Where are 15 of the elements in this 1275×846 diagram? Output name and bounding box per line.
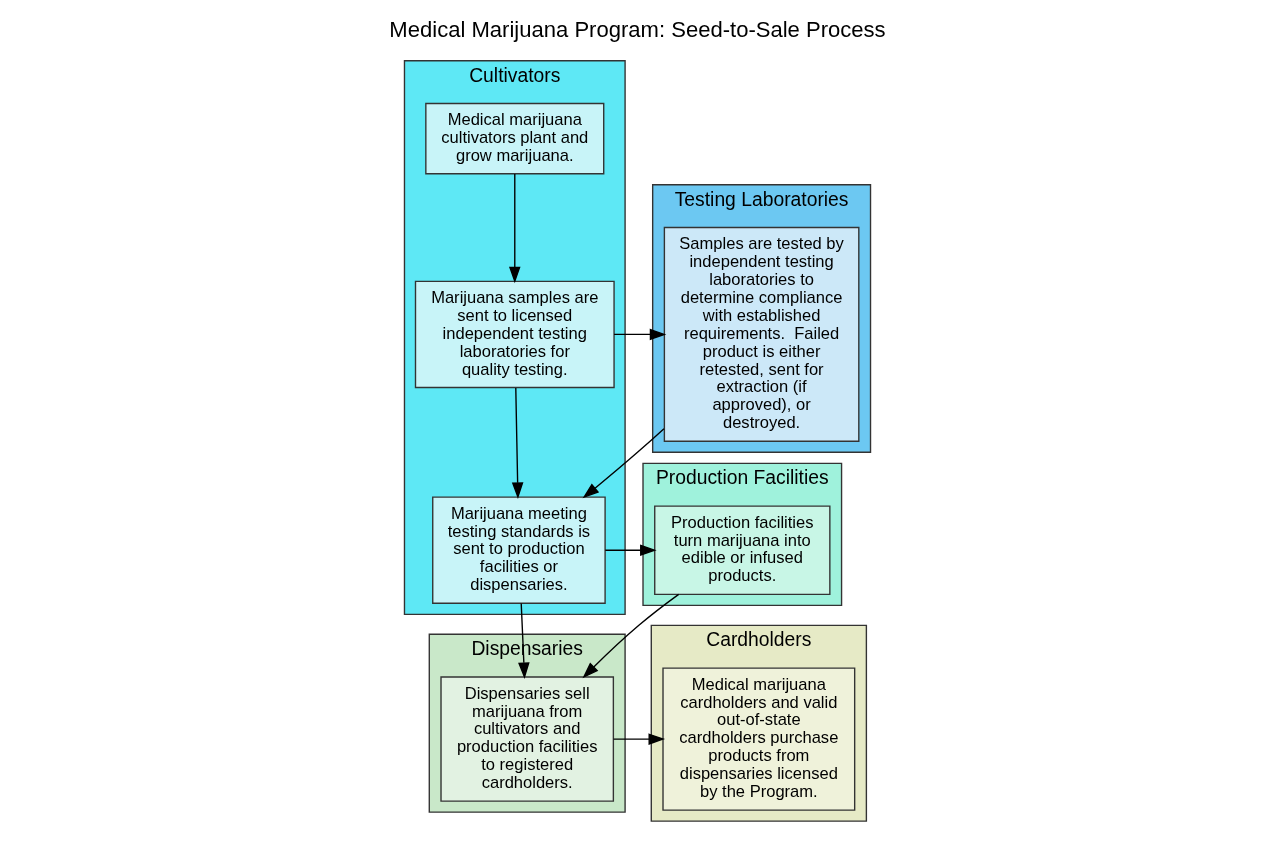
node-box: Dispensaries sell marijuana from cultivators and production facilities to registered cardholders. bbox=[440, 676, 615, 802]
arrow bbox=[582, 427, 665, 499]
arrow bbox=[612, 733, 666, 745]
node-box: Medical marijuana cardholders and valid out-of-state cardholders purchase products from dispensaries licensed by the Program. bbox=[662, 667, 856, 811]
arrow bbox=[613, 328, 667, 341]
node-box: Marijuana samples are sent to licensed independent testing laboratories for quality testing. bbox=[414, 280, 615, 389]
arrow bbox=[604, 544, 657, 556]
arrow bbox=[518, 602, 530, 679]
node-box: Medical marijuana cultivators plant and grow marijuana. bbox=[425, 102, 605, 175]
node-box: Production facilities turn marijuana into edible or infused products. bbox=[654, 505, 831, 595]
arrow bbox=[511, 387, 524, 499]
diagram-title: Medical Marijuana Program: Seed-to-Sale Process bbox=[389, 16, 886, 42]
node-box: Samples are tested by independent testing laboratories to determine compliance with established requirements. Failed product is either retested, sent for extraction (if approved), or destroyed. bbox=[663, 226, 860, 442]
node-box: Marijuana meeting testing standards is sent to production facilities or dispensaries. bbox=[432, 496, 606, 604]
arrow bbox=[508, 173, 521, 284]
